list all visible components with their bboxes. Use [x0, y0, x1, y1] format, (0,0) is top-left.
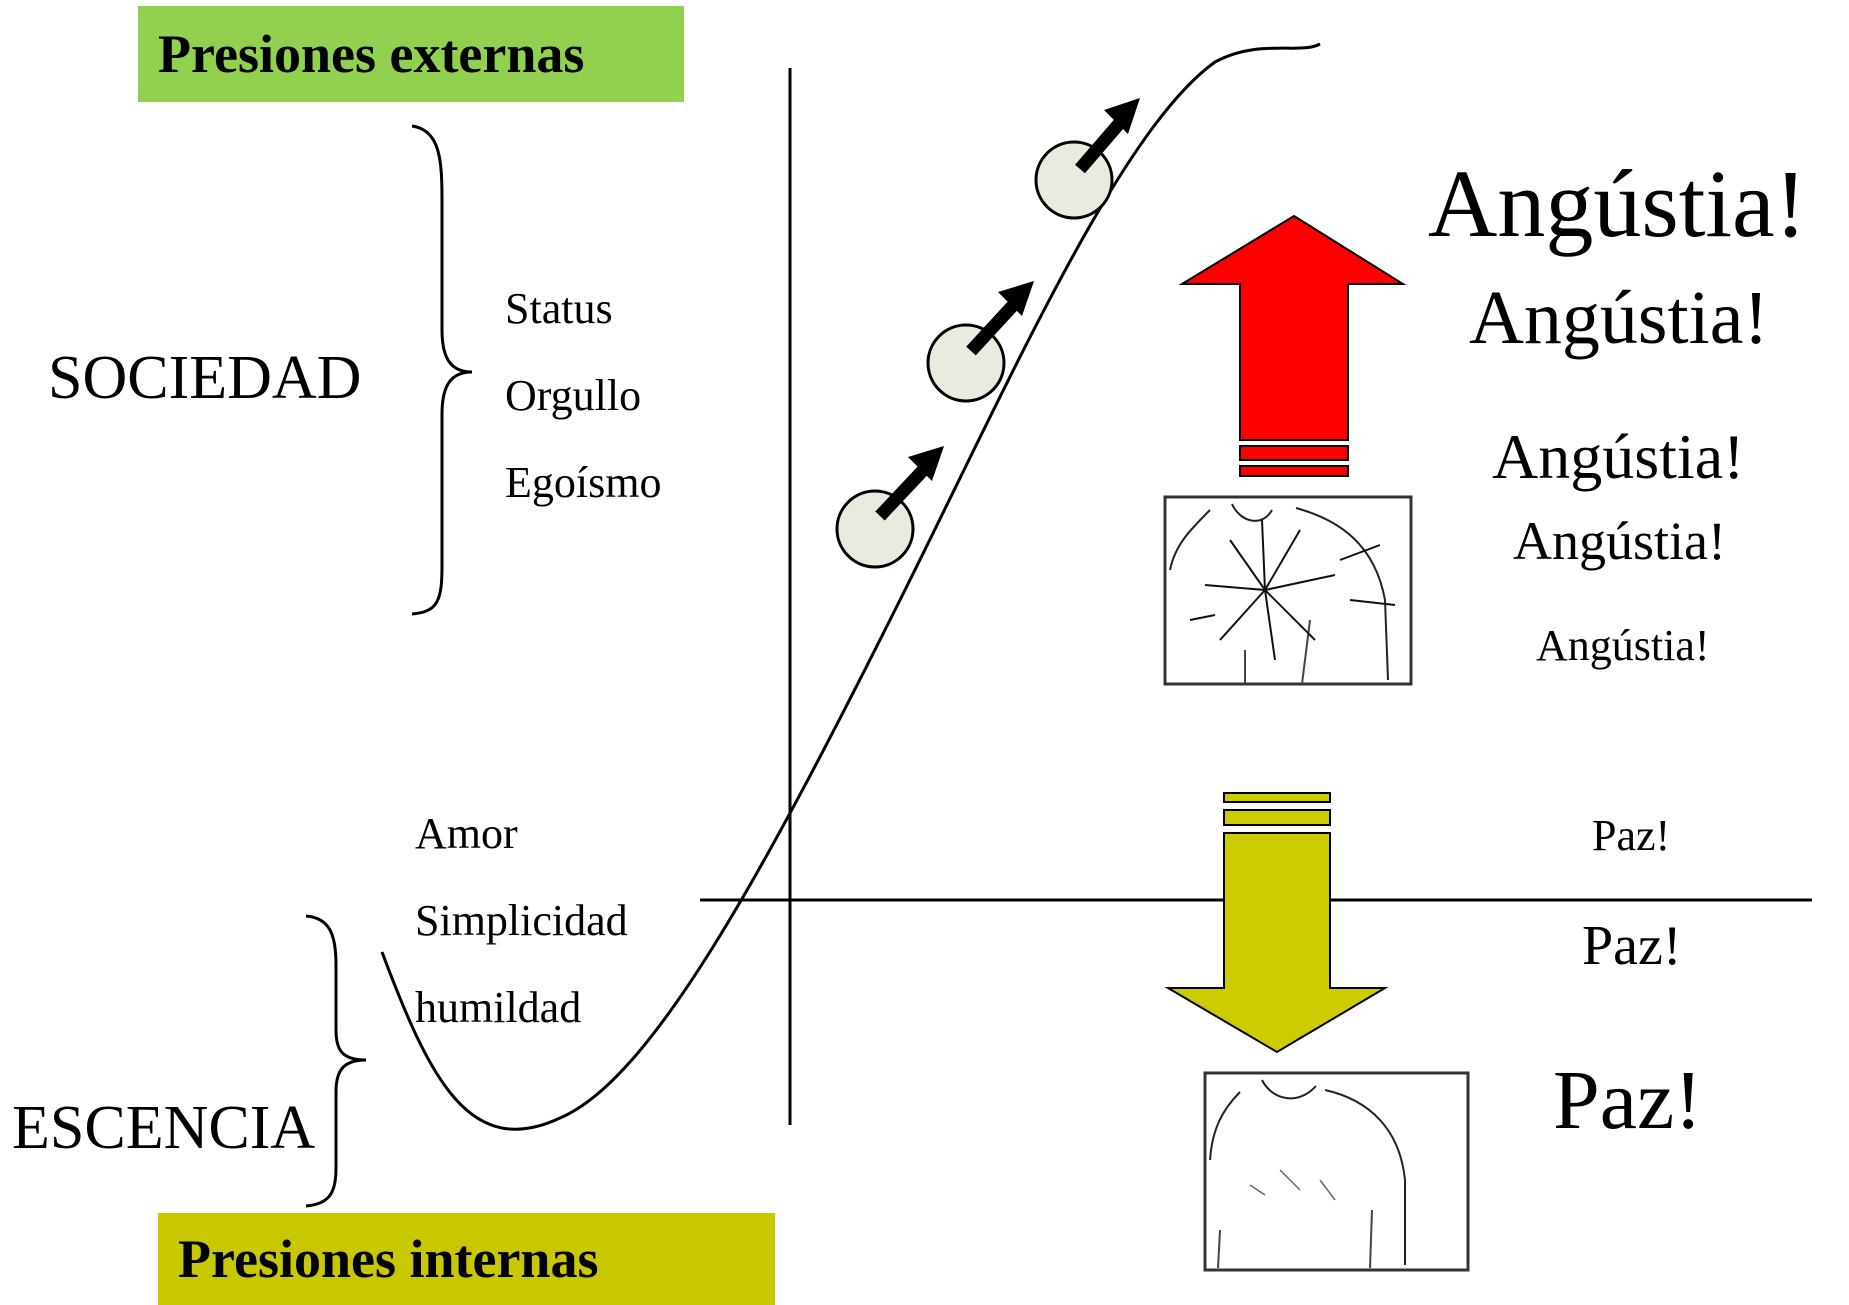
arrow-shaft-2: [966, 295, 1023, 356]
society-item-status: Status: [505, 284, 613, 333]
anguish-text-2: Angústia!: [1469, 276, 1769, 360]
up-arrow-stripe-1: [1239, 445, 1349, 461]
down-arrow-stripe-2: [1223, 809, 1331, 826]
internal-pressures-label: Presiones internas: [178, 1229, 599, 1289]
arrow-head-2: [998, 281, 1034, 316]
peace-text-1: Paz!: [1592, 811, 1671, 860]
pressure-curve: [380, 42, 1321, 1131]
peace-text-3: Paz!: [1553, 1054, 1703, 1147]
essence-label: ESCENCIA: [12, 1094, 316, 1162]
calm-chest-icon: [1203, 1071, 1470, 1272]
ball-arrow-1: [835, 446, 944, 569]
arrow-shaft-3: [1075, 113, 1129, 174]
society-brace: [411, 124, 473, 616]
up-arrow-body: [1178, 214, 1407, 441]
arrow-head-3: [1104, 98, 1140, 134]
anguish-text-3: Angústia!: [1492, 421, 1745, 492]
essence-item-simplicidad: Simplicidad: [415, 896, 628, 945]
cracked-chest-icon: [1163, 495, 1413, 686]
anguish-text-5: Angústia!: [1536, 621, 1710, 670]
down-arrow-stripe-1: [1223, 792, 1331, 803]
up-arrow-stripe-2: [1239, 465, 1349, 477]
internal-pressures-header: Presiones internas: [158, 1213, 775, 1305]
essence-item-humildad: humildad: [415, 983, 582, 1032]
peace-text-2: Paz!: [1582, 915, 1682, 977]
anguish-text-4: Angústia!: [1513, 511, 1726, 571]
ball-arrow-2: [926, 281, 1034, 403]
society-item-egoismo: Egoísmo: [505, 458, 662, 507]
anguish-text-1: Angústia!: [1428, 150, 1807, 257]
down-arrow-body: [1164, 832, 1389, 1054]
ball-arrow-3: [1034, 98, 1140, 220]
external-pressures-header: Presiones externas: [138, 6, 684, 102]
arrow-shaft-1: [875, 460, 933, 521]
essence-brace: [305, 914, 367, 1208]
society-item-orgullo: Orgullo: [505, 371, 642, 420]
anguish-up-arrow: [1178, 214, 1407, 477]
arrow-head-1: [908, 446, 944, 481]
peace-down-arrow: [1164, 792, 1389, 1054]
essence-item-amor: Amor: [415, 809, 518, 858]
society-label: SOCIEDAD: [48, 344, 362, 412]
external-pressures-label: Presiones externas: [158, 24, 585, 84]
